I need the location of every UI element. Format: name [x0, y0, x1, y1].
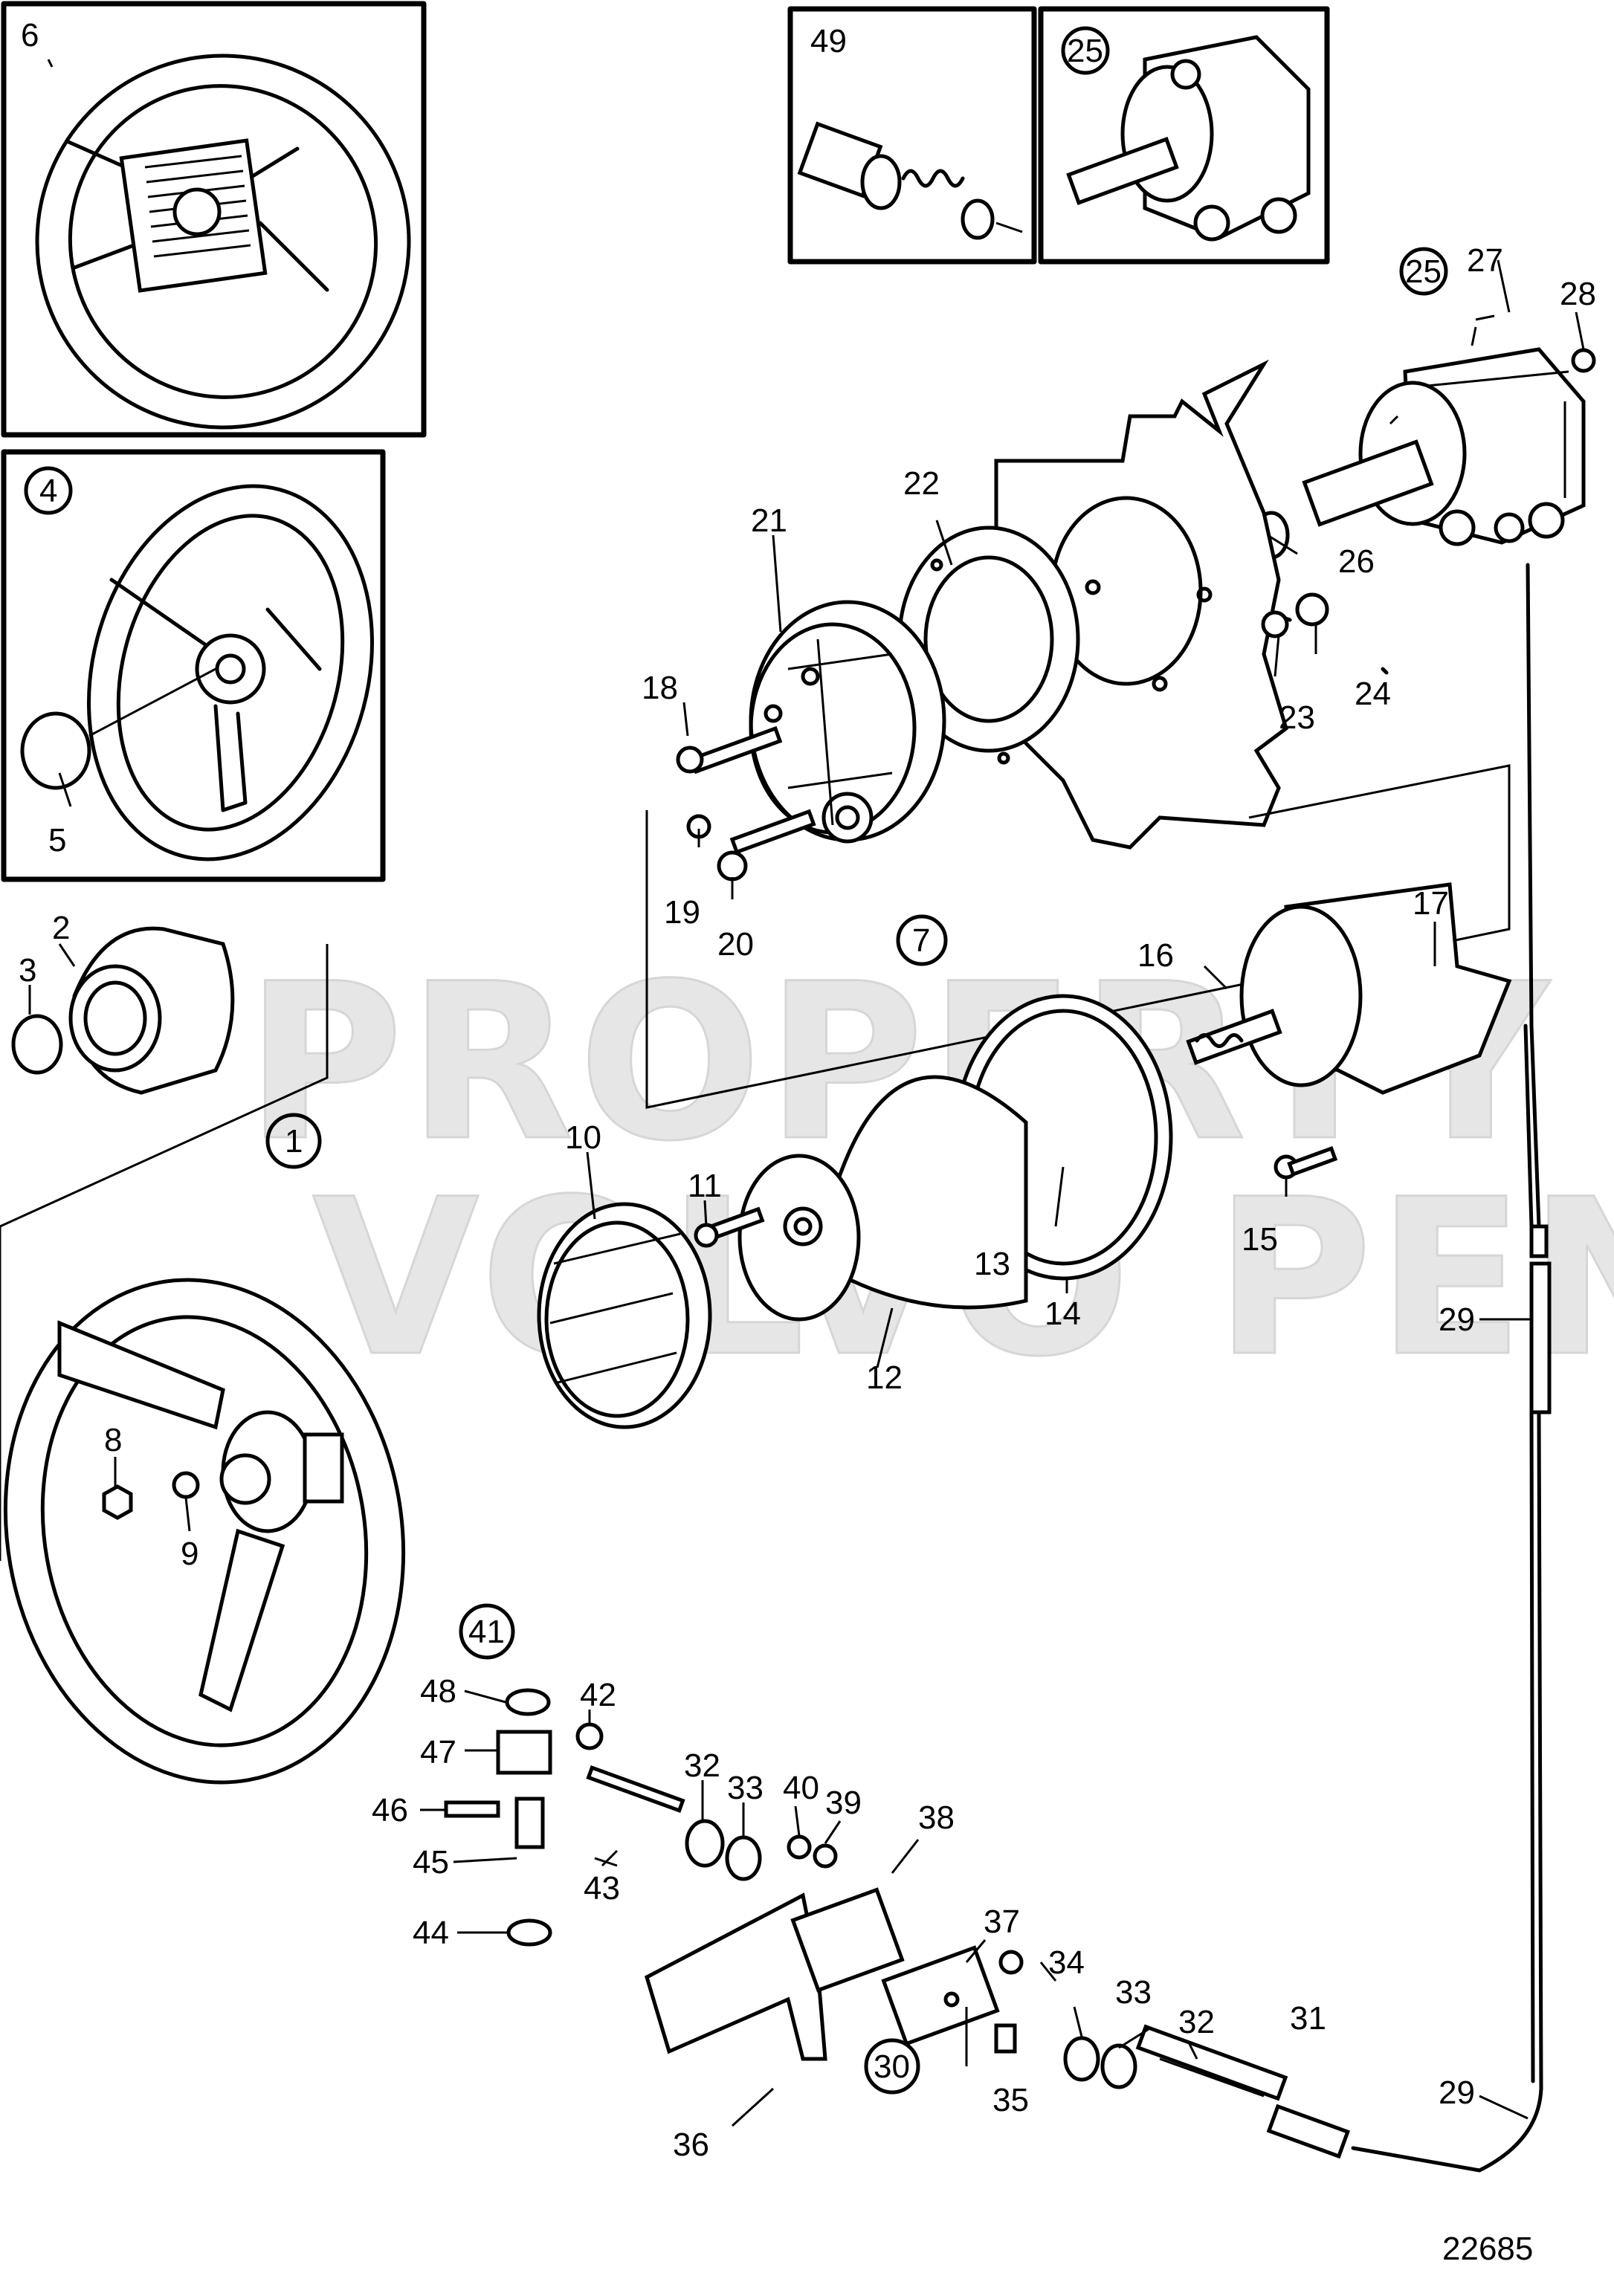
helm-flange: [749, 600, 946, 844]
callout-circles: [24, 26, 1448, 2095]
label-inset-49: 49: [810, 23, 847, 59]
label-part-43: 43: [584, 1870, 620, 1907]
label-part-40: 40: [783, 1770, 819, 1806]
label-part-8: 8: [104, 1422, 122, 1458]
label-part-29-upper: 29: [1439, 1301, 1475, 1338]
label-group-41: 41: [468, 1614, 505, 1650]
group-41-connection-parts: [444, 1688, 838, 1947]
label-part-18: 18: [642, 670, 678, 706]
hub-cap: [11, 926, 235, 1095]
label-group-25: 25: [1405, 253, 1442, 290]
diagram-number: 22685: [1442, 2231, 1533, 2267]
label-part-38: 38: [918, 1799, 955, 1836]
inset-box-valve-49: [787, 6, 1037, 265]
label-part-28: 28: [1560, 276, 1596, 312]
label-part-13: 13: [974, 1246, 1010, 1282]
label-part-33-left: 33: [727, 1770, 764, 1806]
label-group-30: 30: [874, 2048, 910, 2085]
label-part-35: 35: [992, 2082, 1029, 2118]
label-part-21: 21: [751, 502, 787, 539]
label-part-42: 42: [580, 1677, 616, 1713]
label-group-1: 1: [285, 1123, 303, 1160]
label-part-20: 20: [717, 926, 754, 963]
label-part-19: 19: [664, 894, 700, 931]
mounting-bracket: [645, 1887, 1137, 2089]
label-inset-25: 25: [1067, 33, 1103, 69]
label-part-29-lower: 29: [1439, 2075, 1475, 2111]
label-part-37: 37: [984, 1904, 1020, 1940]
label-part-48: 48: [420, 1673, 456, 1710]
label-part-36: 36: [673, 2127, 709, 2163]
label-part-47: 47: [420, 1734, 456, 1770]
fasteners-upper: [676, 592, 1389, 882]
label-part-14: 14: [1045, 1296, 1081, 1332]
group-1-bracket: [0, 944, 329, 1561]
label-part-44: 44: [413, 1915, 449, 1951]
label-part-22: 22: [903, 465, 940, 502]
bezel-ring: [537, 1202, 712, 1429]
label-part-10: 10: [565, 1119, 601, 1156]
label-part-26: 26: [1338, 543, 1375, 580]
label-part-3: 3: [19, 952, 36, 989]
label-part-16: 16: [1137, 937, 1174, 974]
label-group-7: 7: [912, 922, 930, 959]
label-part-24: 24: [1355, 676, 1391, 712]
inset-box-helm-25: [1038, 6, 1330, 265]
label-part-45: 45: [413, 1844, 449, 1881]
label-part-46: 46: [372, 1792, 408, 1828]
label-part-5: 5: [48, 822, 66, 858]
label-part-12: 12: [866, 1359, 903, 1396]
steering-wheel: [3, 1278, 406, 1785]
label-inset-4: 4: [39, 473, 57, 509]
label-part-32-right: 32: [1178, 2004, 1215, 2040]
label-part-31: 31: [1290, 2000, 1326, 2037]
inset-box-wheel-4: [1, 449, 386, 882]
label-part-2: 2: [52, 910, 70, 946]
label-part-11: 11: [688, 1168, 722, 1204]
spacer-ring: [897, 526, 1080, 765]
labels: 6 4 49 25 25 7 1 41 30 2 3 5 8 9 10 11 1…: [19, 17, 1596, 2267]
label-part-27: 27: [1467, 242, 1503, 279]
label-part-34: 34: [1048, 1944, 1085, 1981]
helm-unit: [1253, 314, 1596, 560]
label-part-17: 17: [1413, 885, 1449, 922]
label-part-23: 23: [1279, 699, 1315, 736]
label-part-32-left: 32: [684, 1747, 720, 1784]
inset-box-wheel-6: [1, 1, 427, 438]
label-part-39: 39: [825, 1785, 862, 1821]
helm-cover-assembly: [694, 882, 1512, 1322]
leader-lines: [28, 59, 1585, 2127]
label-inset-6: 6: [21, 17, 39, 54]
group-7-bracket: [645, 764, 1511, 1109]
label-part-9: 9: [181, 1536, 198, 1572]
steering-cable: [1135, 563, 1552, 2173]
label-part-33-right: 33: [1115, 1974, 1152, 2011]
label-part-15: 15: [1242, 1221, 1278, 1258]
